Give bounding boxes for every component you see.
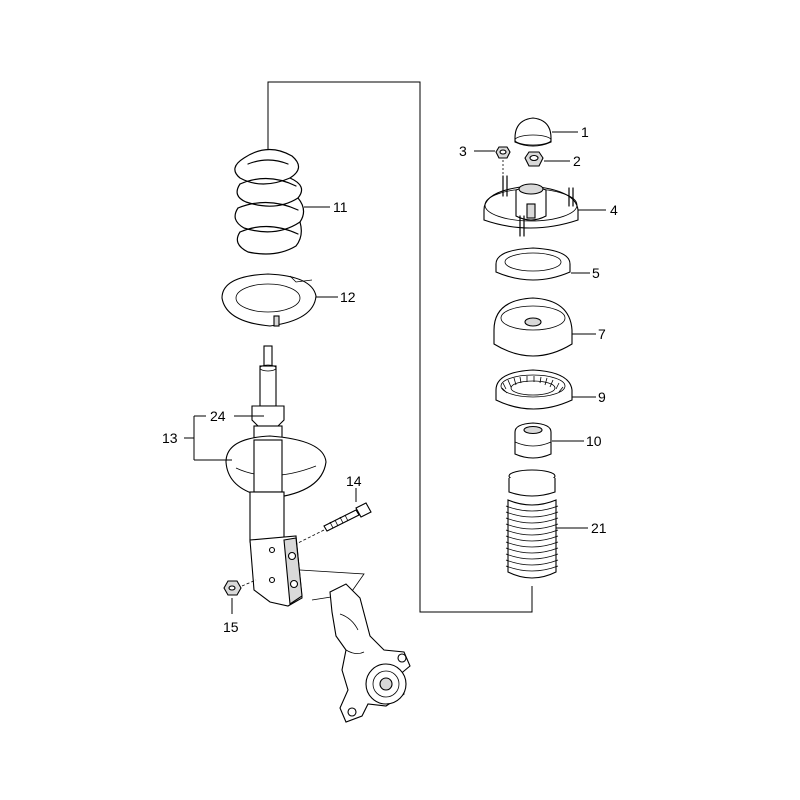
callout-21: 21 xyxy=(591,520,607,536)
callout-3: 3 xyxy=(459,143,467,159)
callout-12: 12 xyxy=(340,289,356,305)
part-12-spring-pad xyxy=(221,273,338,327)
part-14-bolt xyxy=(295,488,372,545)
callout-2: 2 xyxy=(573,153,581,169)
callout-9: 9 xyxy=(598,389,606,405)
callout-7: 7 xyxy=(598,326,606,342)
callout-10: 10 xyxy=(586,433,602,449)
callout-4: 4 xyxy=(610,202,618,218)
callout-1: 1 xyxy=(581,124,589,140)
callout-14: 14 xyxy=(346,473,362,489)
part-15-nut xyxy=(223,579,257,614)
part-21-dust-boot xyxy=(505,469,588,579)
callout-24: 24 xyxy=(210,408,226,424)
part-11-coil-spring xyxy=(234,148,330,255)
callout-5: 5 xyxy=(592,265,600,281)
part-2-nut xyxy=(524,151,570,167)
part-24-13-strut-assembly xyxy=(184,345,327,607)
part-7-spring-upper-seat xyxy=(493,297,596,357)
part-4-strut-mount xyxy=(483,175,606,237)
callout-15: 15 xyxy=(223,619,239,635)
part-9-bearing xyxy=(495,369,596,410)
part-10-bump-stopper xyxy=(514,422,584,459)
callout-labels: 1 2 3 4 5 7 9 10 11 12 13 14 15 21 24 xyxy=(162,124,618,635)
steering-knuckle xyxy=(299,569,411,723)
callout-13: 13 xyxy=(162,430,178,446)
part-5-bearing-ring xyxy=(495,247,590,281)
callout-11: 11 xyxy=(333,199,348,215)
part-3-small-nut xyxy=(474,146,511,176)
assembly-connector-line xyxy=(267,81,533,613)
part-1-dust-cap xyxy=(514,117,578,147)
